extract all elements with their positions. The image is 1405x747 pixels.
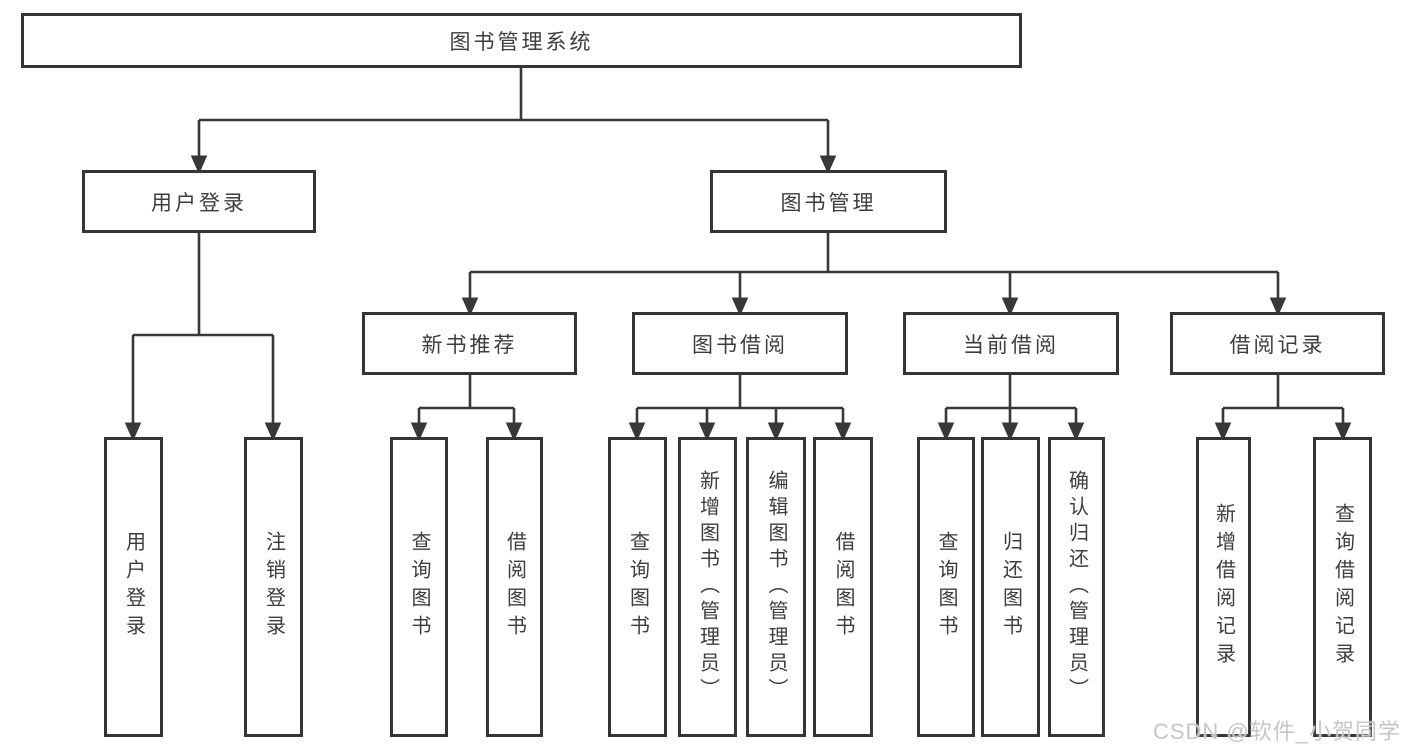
node-user-login: 用户登录 [82, 170, 316, 233]
csdn-watermark: CSDN @软件_小贺同学 [1152, 719, 1401, 744]
node-book-borrow: 图书借阅 [632, 312, 848, 375]
leaf-return-book: 归还图书 [981, 437, 1040, 737]
connector-book-borrow [628, 375, 852, 442]
connector-new-book-recommend [410, 375, 523, 442]
node-library-system: 图书管理系统 [21, 13, 1022, 68]
connector-book-management [461, 233, 1287, 317]
leaf-query-books-current: 查询图书 [917, 437, 975, 737]
leaf-user-login: 用户登录 [104, 437, 163, 737]
connector-user-login [124, 233, 282, 442]
node-borrow-records: 借阅记录 [1170, 312, 1385, 375]
leaf-edit-book-admin: 编辑图书（管理员） [746, 437, 806, 737]
leaf-add-borrow-record: 新增借阅记录 [1196, 437, 1251, 737]
connector-borrow-records [1214, 375, 1352, 442]
leaf-query-books-borrow: 查询图书 [608, 437, 667, 737]
node-new-book-recommend: 新书推荐 [362, 312, 577, 375]
leaf-query-borrow-record: 查询借阅记录 [1313, 437, 1372, 737]
leaf-confirm-return-admin: 确认归还（管理员） [1048, 437, 1105, 737]
leaf-borrow-books-recommend: 借阅图书 [486, 437, 543, 737]
connector-current-borrow [937, 375, 1085, 442]
leaf-add-book-admin: 新增图书（管理员） [678, 437, 737, 737]
connector-root [190, 68, 837, 175]
node-current-borrow: 当前借阅 [903, 312, 1119, 375]
leaf-borrow-books: 借阅图书 [813, 437, 873, 737]
node-book-management: 图书管理 [710, 170, 947, 233]
leaf-query-books-recommend: 查询图书 [390, 437, 448, 737]
leaf-logout: 注销登录 [244, 437, 303, 737]
